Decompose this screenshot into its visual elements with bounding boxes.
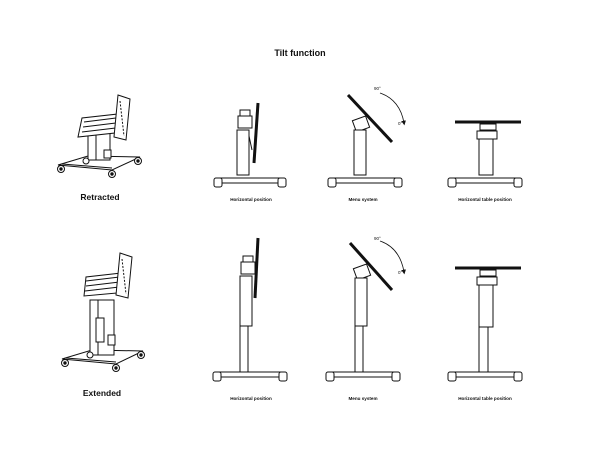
angle-label-bottom-extended: 0°	[398, 270, 403, 275]
extended-horizontal-table-figure	[448, 268, 522, 381]
caption-retracted-horizontal-table-position: Horizontal table position	[458, 197, 512, 202]
caption-retracted-horizontal-position: Horizontal position	[230, 197, 272, 202]
retracted-menu-system-figure	[328, 93, 406, 187]
retracted-horizontal-position-figure	[214, 103, 286, 187]
angle-label-bottom-retracted: 0°	[398, 121, 403, 126]
retracted-stand-illustration	[58, 95, 142, 178]
caption-extended-menu-system: Menu system	[348, 396, 378, 401]
row-label-extended: Extended	[82, 388, 122, 398]
extended-menu-system-figure	[326, 241, 406, 381]
extended-stand-illustration	[62, 253, 145, 372]
diagram-title: Tilt function	[274, 48, 326, 58]
caption-retracted-menu-system: Menu system	[348, 197, 378, 202]
angle-label-top-extended: 90°	[374, 236, 381, 241]
row-label-retracted: Retracted	[80, 192, 120, 202]
caption-extended-horizontal-position: Horizontal position	[230, 396, 272, 401]
extended-horizontal-position-figure	[213, 238, 287, 381]
caption-extended-horizontal-table-position: Horizontal table position	[458, 396, 512, 401]
angle-label-top-retracted: 90°	[374, 86, 381, 91]
retracted-horizontal-table-figure	[448, 122, 522, 187]
